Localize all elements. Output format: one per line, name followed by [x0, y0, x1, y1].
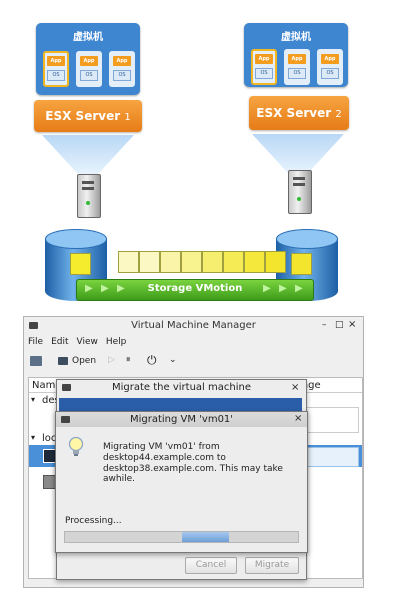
os-label: OS: [321, 68, 339, 79]
pause-icon[interactable]: ⏸: [126, 355, 131, 365]
progress-status: Processing...: [65, 516, 122, 526]
menu-bar: File Edit View Help: [28, 337, 134, 347]
new-vm-icon[interactable]: [30, 356, 42, 366]
chevron-right-icon: ▶: [263, 283, 271, 294]
app-label: App: [255, 54, 273, 64]
storage-vmotion-label: Storage VMotion: [147, 283, 243, 294]
menu-file[interactable]: File: [28, 337, 44, 347]
menu-edit[interactable]: Edit: [51, 337, 69, 347]
progress-dialog-title: Migrating VM 'vm01': [56, 412, 307, 427]
esx-server-2-number: 2: [335, 109, 342, 120]
chevron-right-icon: ▶: [279, 283, 287, 294]
close-icon[interactable]: ×: [348, 319, 357, 330]
host-2-beam: [252, 134, 344, 174]
connection-row[interactable]: desk: [42, 395, 66, 406]
os-label: OS: [80, 70, 98, 81]
expander-icon[interactable]: ▾: [31, 395, 36, 404]
migrate-button[interactable]: Migrate: [245, 557, 299, 574]
open-icon[interactable]: [58, 357, 68, 365]
close-icon[interactable]: ×: [291, 382, 300, 393]
maximize-icon[interactable]: □: [335, 320, 344, 330]
data-block: [265, 251, 286, 273]
close-icon[interactable]: ×: [294, 413, 303, 424]
progress-message-line-2: desktop44.example.com to: [103, 453, 226, 463]
app-label: App: [47, 56, 65, 66]
data-block: [291, 253, 312, 275]
cancel-button[interactable]: Cancel: [185, 557, 237, 574]
host-2-vm-box: 虚拟机 App OS App OS App OS: [244, 23, 348, 87]
os-label: OS: [255, 68, 273, 79]
chevron-down-icon[interactable]: ⌄: [169, 355, 177, 365]
vm-card: App OS: [109, 51, 135, 87]
power-icon[interactable]: ⏻: [147, 353, 157, 367]
column-usage-header[interactable]: age: [302, 380, 321, 391]
os-label: OS: [47, 70, 65, 81]
connection-row[interactable]: loca: [42, 433, 63, 444]
data-block: [70, 253, 91, 275]
vm-card: App OS: [317, 49, 343, 85]
chevron-right-icon: ▶: [295, 283, 303, 294]
migrate-dialog-title: Migrate the virtual machine: [112, 382, 251, 393]
data-block: [223, 251, 244, 273]
data-block: [160, 251, 181, 273]
progress-bar-pulse: [182, 532, 229, 542]
progress-message-line-1: Migrating VM 'vm01' from: [103, 442, 220, 452]
server-tower-2-icon: [288, 170, 312, 214]
column-name-header[interactable]: Name: [32, 380, 62, 391]
os-label: OS: [288, 68, 306, 79]
os-label: OS: [113, 70, 131, 81]
vm-card: App OS: [76, 51, 102, 87]
host-1-title: 虚拟机: [73, 32, 103, 43]
server-tower-1-icon: [77, 174, 101, 218]
menu-help[interactable]: Help: [105, 337, 127, 347]
data-block: [181, 251, 202, 273]
progress-message-line-3: desktop38.example.com. This may take awh…: [103, 464, 283, 484]
storage-vmotion-arrow: ▶ ▶ ▶ Storage VMotion ▶ ▶ ▶: [76, 279, 314, 301]
app-label: App: [321, 54, 339, 64]
app-label: App: [80, 56, 98, 66]
host-2-title: 虚拟机: [281, 32, 311, 43]
esx-server-1: ESX Server 1: [34, 100, 142, 132]
esx-server-2-label: ESX Server: [256, 106, 332, 120]
vm-card: App OS: [43, 51, 69, 87]
window-title: Virtual Machine Manager: [131, 320, 256, 331]
esx-server-2: ESX Server 2: [249, 96, 349, 130]
esx-server-1-label: ESX Server: [45, 109, 121, 123]
data-block: [139, 251, 160, 273]
minimize-icon[interactable]: –: [322, 320, 327, 330]
dialog-app-icon: [62, 384, 71, 391]
vm-card: App OS: [284, 49, 310, 85]
host-1-beam: [42, 135, 134, 175]
menu-view[interactable]: View: [76, 337, 98, 347]
chevron-right-icon: ▶: [101, 283, 109, 294]
data-block: [202, 251, 223, 273]
host-1-vm-box: 虚拟机 App OS App OS App OS: [36, 23, 140, 95]
data-block: [118, 251, 139, 273]
esx-server-1-number: 1: [124, 112, 131, 123]
progress-bar: [64, 531, 299, 543]
app-label: App: [288, 54, 306, 64]
open-button[interactable]: Open: [72, 356, 97, 366]
vm-card: App OS: [251, 49, 277, 85]
app-icon: [29, 322, 38, 329]
data-block: [244, 251, 265, 273]
chevron-right-icon: ▶: [117, 283, 125, 294]
info-lightbulb-icon: [67, 436, 85, 458]
migrating-progress-dialog: Migrating VM 'vm01' × Migrating VM 'vm01…: [55, 411, 308, 553]
play-icon[interactable]: ▷: [108, 355, 115, 365]
expander-icon[interactable]: ▾: [31, 433, 36, 442]
dialog-app-icon: [61, 416, 70, 423]
app-label: App: [113, 56, 131, 66]
chevron-right-icon: ▶: [85, 283, 93, 294]
